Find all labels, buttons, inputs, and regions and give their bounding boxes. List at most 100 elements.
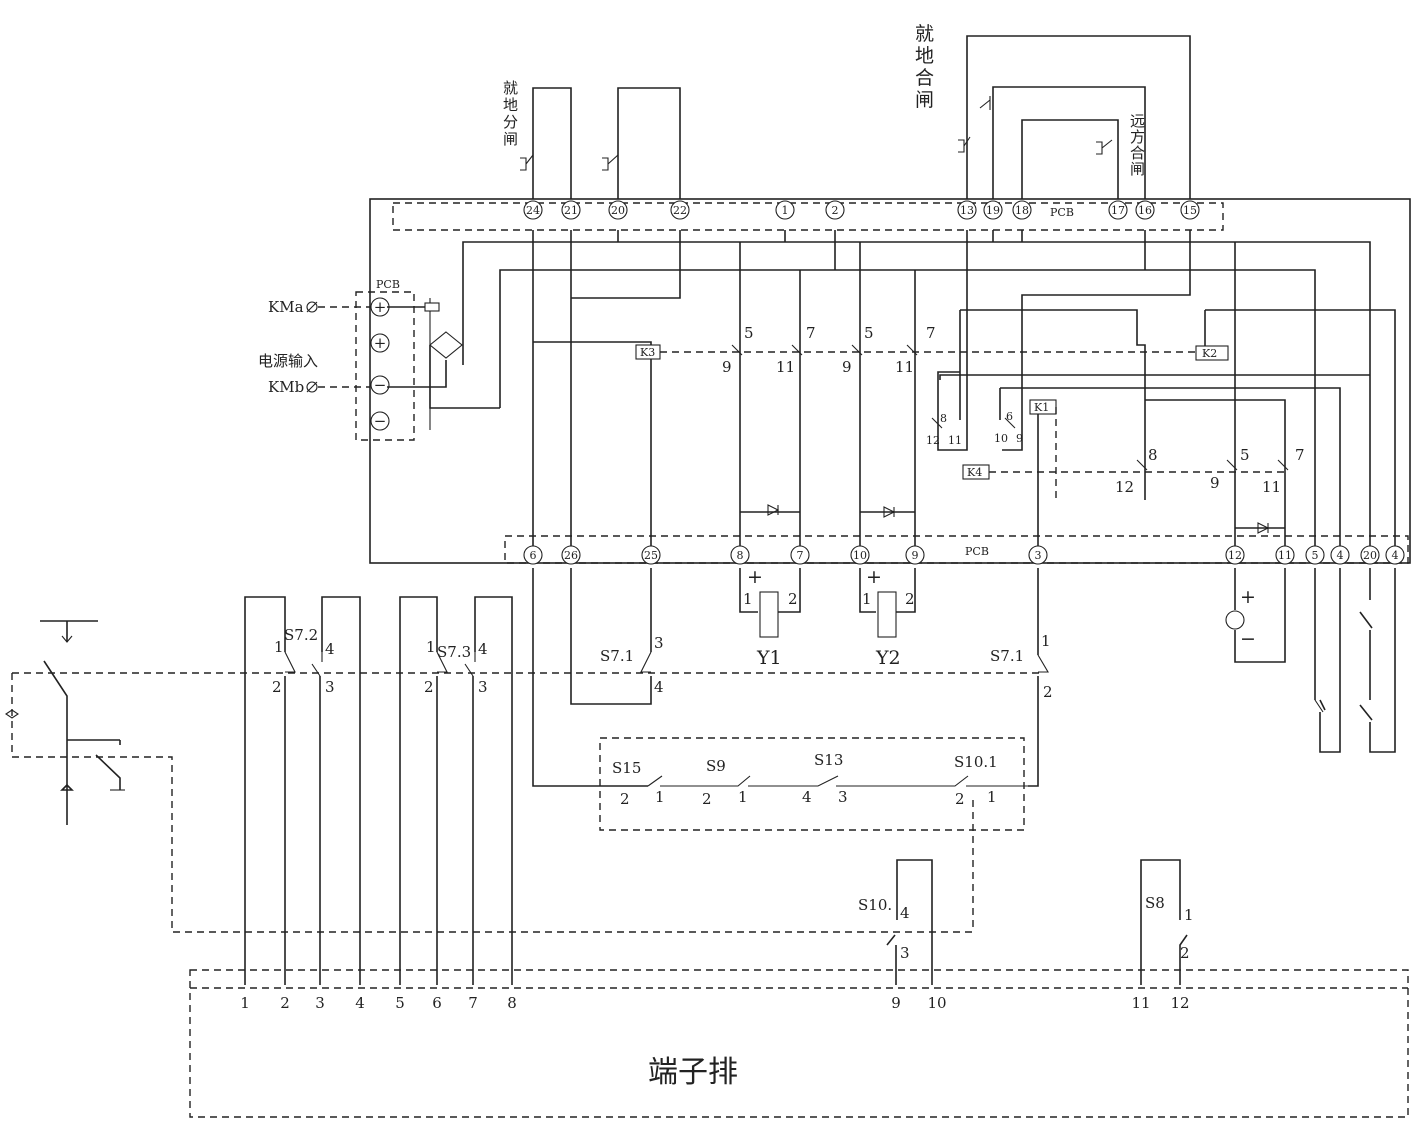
bottom-terminal-circle — [1028, 545, 1048, 565]
y2-pin1: 1 — [862, 590, 872, 608]
s73-label: S7.3 — [437, 643, 471, 661]
bottom-terminal-circle — [850, 545, 870, 565]
bottom-terminal-circle — [523, 545, 543, 565]
power-input-label: 电源输入 — [258, 352, 318, 370]
terminal-number: 1 — [240, 994, 250, 1012]
s72-d: 3 — [325, 678, 335, 696]
terminal-number: 6 — [432, 994, 442, 1012]
relay-k2: K2 — [1202, 347, 1217, 360]
kmb-terminal-icon — [306, 381, 318, 393]
y2-pin2: 2 — [905, 590, 915, 608]
bottom-terminal-circle — [1330, 545, 1350, 565]
local-open-label: 就地分闸 — [503, 79, 518, 148]
k2-contact-labels: 8 12 11 6 10 9 — [926, 410, 1023, 447]
y2-plus: + — [866, 566, 882, 588]
svg-text:12: 12 — [1115, 478, 1134, 496]
bottom-terminal: 20 — [1363, 549, 1377, 562]
s13-label: S13 — [814, 751, 843, 769]
s71-right-wiring — [1028, 568, 1049, 787]
svg-text:6: 6 — [1006, 410, 1013, 423]
bottom-terminal-circle — [641, 545, 661, 565]
bottom-terminal-circle — [1305, 545, 1325, 565]
kma-label: KMa — [268, 298, 304, 316]
top-terminal-circle — [1012, 200, 1032, 220]
terminal-number: 10 — [927, 994, 946, 1012]
top-terminal: 17 — [1111, 204, 1125, 217]
bottom-terminal-circle — [790, 545, 810, 565]
s72-c: 4 — [325, 640, 335, 658]
remote-close-label: 远方合闸 — [1130, 112, 1145, 178]
svg-text:7: 7 — [806, 324, 816, 342]
top-terminal: 24 — [526, 204, 540, 217]
link-arrow-icon — [5, 709, 19, 719]
top-terminal-circle — [825, 200, 845, 220]
top-terminal-circle — [957, 200, 977, 220]
terminal-number: 2 — [280, 994, 290, 1012]
s8-b: 2 — [1180, 944, 1190, 962]
bottom-terminal: 10 — [853, 549, 867, 562]
power-terminal: − — [374, 376, 387, 394]
local-close-label: 就地合闸 — [915, 23, 934, 111]
top-terminal: 19 — [986, 204, 1000, 217]
bottom-terminal: 11 — [1278, 549, 1292, 562]
series-switch-chain — [532, 568, 1028, 787]
ground-switch — [40, 620, 125, 825]
s71a-a: 3 — [654, 634, 664, 652]
s10-a: 4 — [900, 904, 910, 922]
bottom-terminal: 4 — [1337, 549, 1344, 562]
bottom-terminal-circle — [1275, 545, 1295, 565]
power-terminals: ++−− — [370, 297, 390, 431]
bottom-terminal-circle — [1385, 545, 1405, 565]
relay-k4: K4 — [967, 466, 982, 479]
s8-label: S8 — [1145, 894, 1165, 912]
bottom-terminal: 4 — [1392, 549, 1399, 562]
s15-a: 2 — [620, 790, 630, 808]
top-terminal-circle — [1180, 200, 1200, 220]
bottom-terminal: 7 — [797, 549, 804, 562]
svg-text:9: 9 — [1016, 432, 1023, 445]
y1-pin2: 2 — [788, 590, 798, 608]
bottom-terminal: 6 — [530, 549, 537, 562]
right-aux-switches — [1314, 568, 1396, 753]
s73-a: 1 — [426, 638, 436, 656]
s72-label: S7.2 — [284, 626, 318, 644]
motor-plus: + — [1240, 586, 1256, 608]
svg-text:11: 11 — [895, 358, 914, 376]
svg-text:12: 12 — [926, 434, 940, 447]
bottom-terminal: 9 — [912, 549, 919, 562]
top-terminal: 13 — [960, 204, 974, 217]
top-terminal: 20 — [611, 204, 625, 217]
rectifier-bridge — [429, 331, 463, 359]
svg-text:9: 9 — [1210, 474, 1220, 492]
top-terminal: 22 — [673, 204, 687, 217]
svg-text:10: 10 — [994, 432, 1008, 445]
s9-label: S9 — [706, 757, 726, 775]
power-terminal: − — [374, 412, 387, 430]
svg-text:7: 7 — [1295, 446, 1305, 464]
s15-label: S15 — [612, 759, 641, 777]
internal-wiring — [429, 230, 1396, 555]
terminal-number: 4 — [355, 994, 365, 1012]
s101-label: S10.1 — [954, 753, 998, 771]
s10-s8-wiring — [886, 859, 1188, 985]
s9-b: 1 — [738, 788, 748, 806]
svg-text:9: 9 — [842, 358, 852, 376]
top-terminal-circle — [983, 200, 1003, 220]
bottom-terminal: 5 — [1312, 549, 1319, 562]
s10-label: S10. — [858, 896, 892, 914]
top-terminal: 21 — [564, 204, 578, 217]
bottom-terminal-circle — [730, 545, 750, 565]
s9-a: 2 — [702, 790, 712, 808]
top-terminal: 16 — [1138, 204, 1152, 217]
coil-y2 — [859, 568, 916, 638]
terminal-number: 12 — [1170, 994, 1189, 1012]
top-terminal-circle — [561, 200, 581, 220]
top-terminal: 18 — [1015, 204, 1029, 217]
terminal-number: 3 — [315, 994, 325, 1012]
s73-c: 4 — [478, 640, 488, 658]
bottom-terminal: 12 — [1228, 549, 1242, 562]
s71a-b: 4 — [654, 678, 664, 696]
optional-switch-box — [599, 737, 1025, 831]
